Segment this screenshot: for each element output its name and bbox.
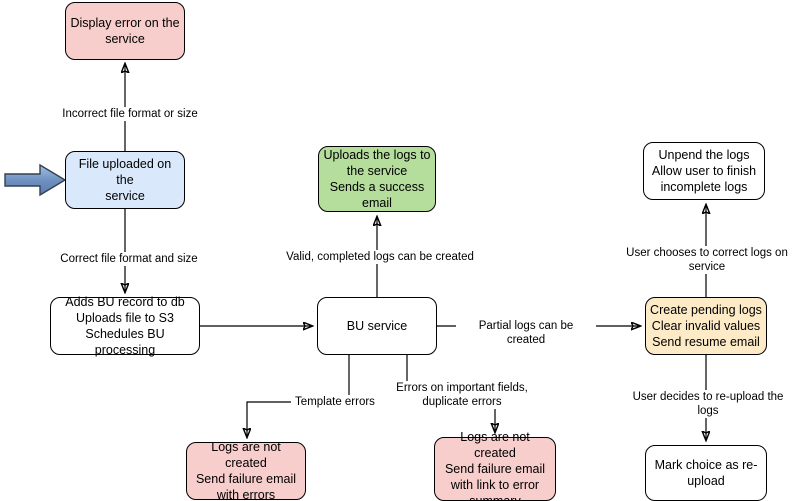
edge-label-valid-completed-logs: Valid, completed logs can be created bbox=[283, 250, 477, 264]
node-file-uploaded-on-the-service[interactable]: File uploaded on the service bbox=[65, 151, 185, 209]
node-create-pending-logs[interactable]: Create pending logs Clear invalid values… bbox=[645, 297, 767, 355]
node-logs-not-created-with-errors[interactable]: Logs are not created Send failure email … bbox=[186, 440, 306, 501]
node-uploads-the-logs-to-service[interactable]: Uploads the logs to the service Sends a … bbox=[318, 146, 436, 212]
node-logs-not-created-error-summary[interactable]: Logs are not created Send failure email … bbox=[434, 430, 556, 501]
entry-arrow bbox=[4, 163, 67, 197]
node-bu-service[interactable]: BU service bbox=[317, 297, 437, 355]
edge-label-user-decides-to-reupload: User decides to re-upload the logs bbox=[619, 390, 797, 418]
edge-label-template-errors: Template errors bbox=[291, 395, 379, 409]
node-mark-choice-as-re-upload[interactable]: Mark choice as re- upload bbox=[645, 445, 767, 501]
edge-label-partial-logs-can-be-created: Partial logs can be created bbox=[456, 319, 596, 347]
node-display-error[interactable]: Display error on the service bbox=[65, 2, 185, 60]
edge-label-errors-on-important-fields: Errors on important fields, duplicate er… bbox=[390, 381, 534, 409]
node-unpend-the-logs[interactable]: Unpend the logs Allow user to finish inc… bbox=[643, 142, 765, 200]
node-adds-bu-record-to-db[interactable]: Adds BU record to db Uploads file to S3 … bbox=[50, 295, 200, 357]
edge-label-user-chooses-correct-logs: User chooses to correct logs on service bbox=[607, 246, 801, 274]
edge-label-correct-file-format: Correct file format and size bbox=[57, 252, 201, 266]
edge-label-incorrect-file-format: Incorrect file format or size bbox=[58, 107, 202, 121]
